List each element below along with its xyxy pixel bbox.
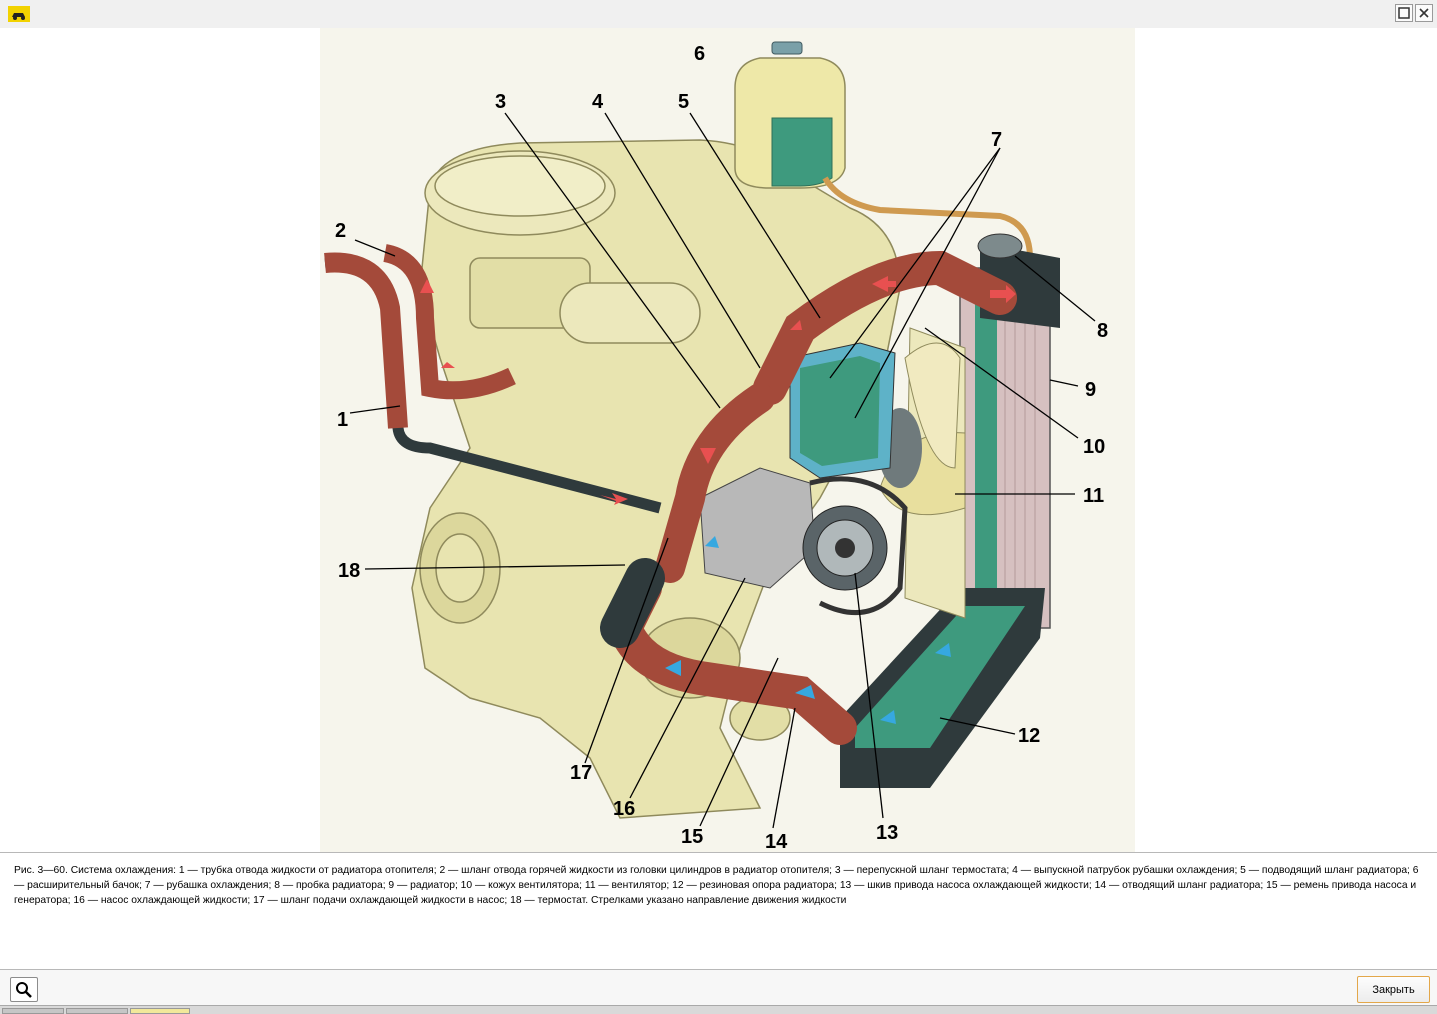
label-14: 14 <box>765 831 788 852</box>
label-1: 1 <box>337 409 348 431</box>
engine-block <box>411 139 901 819</box>
fan <box>878 327 966 619</box>
label-15: 15 <box>681 826 703 848</box>
label-7: 7 <box>991 129 1002 151</box>
magnifier-icon <box>16 982 32 998</box>
close-icon <box>1419 8 1429 18</box>
callout-labels: 1 2 3 4 5 6 7 8 9 10 11 12 13 14 15 16 1… <box>335 43 1108 852</box>
label-8: 8 <box>1097 320 1108 342</box>
car-icon <box>8 6 30 22</box>
label-11: 11 <box>1083 485 1104 507</box>
label-10: 10 <box>1083 436 1105 458</box>
water-pump <box>699 467 908 616</box>
label-5: 5 <box>678 91 689 113</box>
zoom-button[interactable] <box>10 977 38 1002</box>
figure-caption: Рис. 3—60. Система охлаждения: 1 — трубк… <box>14 865 1419 906</box>
label-3: 3 <box>495 91 506 113</box>
maximize-button[interactable] <box>1395 4 1413 22</box>
label-16: 16 <box>613 798 635 820</box>
label-4: 4 <box>592 91 604 113</box>
label-2: 2 <box>335 220 346 242</box>
close-dialog-button[interactable]: Закрыть <box>1357 976 1430 1003</box>
taskbar-tab[interactable] <box>2 1008 64 1014</box>
label-13: 13 <box>876 822 898 844</box>
label-12: 12 <box>1018 725 1040 747</box>
label-9: 9 <box>1085 379 1096 401</box>
leader-lines <box>349 112 1096 829</box>
heater-pipes <box>324 244 662 514</box>
maximize-icon <box>1398 7 1410 19</box>
label-17: 17 <box>570 762 592 784</box>
taskbar-tab[interactable] <box>66 1008 128 1014</box>
flow-arrows <box>420 276 1016 724</box>
figure-viewer: 1 2 3 4 5 6 7 8 9 10 11 12 13 14 15 16 1… <box>0 28 1437 852</box>
radiator <box>840 233 1060 788</box>
expansion-tank <box>734 41 1033 259</box>
cooling-jacket <box>789 342 896 479</box>
bottom-toolbar: Закрыть <box>0 970 1437 1005</box>
label-18: 18 <box>338 560 360 582</box>
taskbar-tab[interactable] <box>130 1008 190 1014</box>
window-close-button[interactable] <box>1415 4 1433 22</box>
caption-panel: Рис. 3—60. Система охлаждения: 1 — трубк… <box>0 852 1437 970</box>
cooling-system-illustration: 1 2 3 4 5 6 7 8 9 10 11 12 13 14 15 16 1… <box>320 28 1135 852</box>
title-bar <box>0 0 1437 29</box>
label-6: 6 <box>694 43 705 65</box>
